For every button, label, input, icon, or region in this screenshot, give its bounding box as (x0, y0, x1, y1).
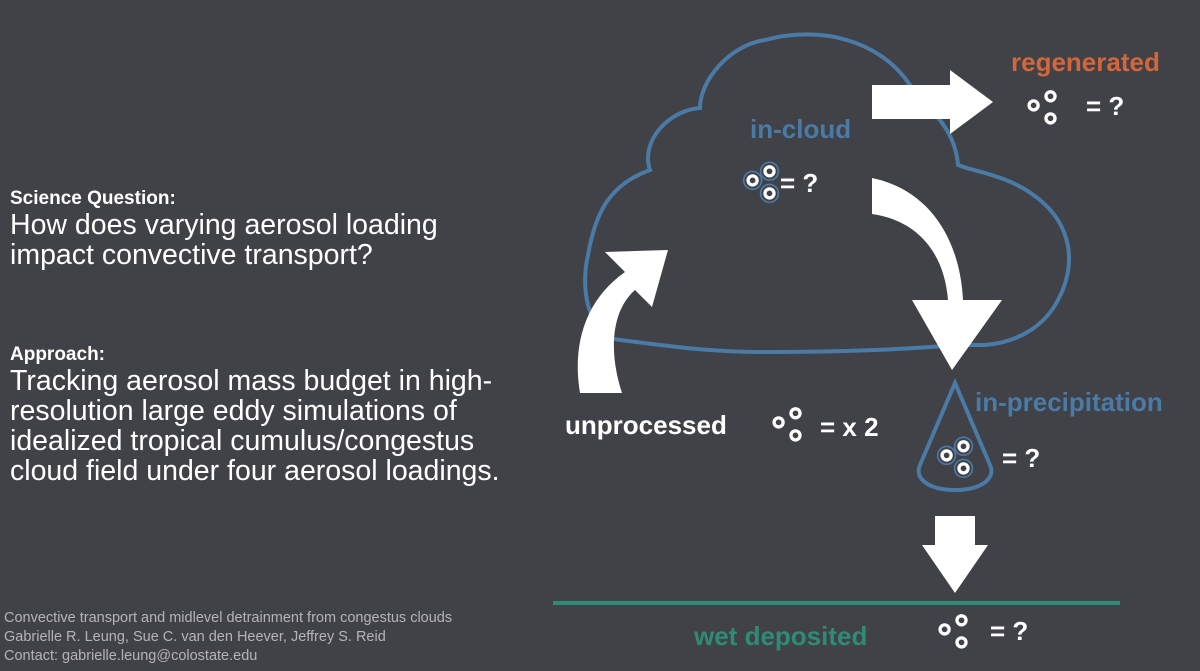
science-question-line-2: impact convective transport? (10, 239, 373, 271)
footer-authors: Gabrielle R. Leung, Sue C. van den Heeve… (4, 629, 386, 645)
deposition-arrow-icon (922, 516, 988, 593)
regenerated-value: = ? (1086, 91, 1124, 121)
aerosol-particles-icon-in-precipitation (937, 437, 973, 479)
aerosol-particles-icon-regenerated (1025, 88, 1059, 127)
raindrop-icon (916, 377, 994, 493)
approach-line-3: idealized tropical cumulus/congestus (10, 425, 475, 457)
footer-citation: Convective transport and midlevel detrai… (4, 609, 452, 666)
regenerated-arrow-icon (872, 70, 993, 134)
in-precipitation-value: = ? (1002, 443, 1040, 473)
unprocessed-label: unprocessed (565, 410, 727, 440)
in-cloud-label: in-cloud (750, 114, 851, 144)
science-question-heading: Science Question: (10, 188, 176, 209)
science-question-block: Science Question: How does varying aeros… (10, 188, 530, 270)
footer-contact: Contact: gabrielle.leung@colostate.edu (4, 648, 258, 664)
cloud-outline (583, 32, 1071, 355)
science-question-line-1: How does varying aerosol loading (10, 209, 438, 241)
regenerated-label: regenerated (1011, 47, 1160, 77)
in-precipitation-label: in-precipitation (975, 387, 1163, 417)
aerosol-particles-icon-unprocessed (770, 405, 804, 444)
approach-line-1: Tracking aerosol mass budget in high- (10, 365, 493, 397)
aerosol-particles-icon-in-cloud (743, 162, 779, 204)
footer-title: Convective transport and midlevel detrai… (4, 610, 453, 626)
approach-line-2: resolution large eddy simulations of (10, 395, 457, 427)
approach-line-4: cloud field under four aerosol loadings. (10, 455, 500, 487)
aerosol-particles-icon-wet-deposited (936, 612, 970, 651)
in-cloud-value: = ? (780, 168, 818, 198)
precipitation-arrow-icon (872, 178, 1002, 370)
unprocessed-value: = x 2 (820, 412, 879, 442)
updraft-arrow-icon (577, 250, 668, 393)
approach-block: Approach: Tracking aerosol mass budget i… (10, 344, 550, 486)
approach-heading: Approach: (10, 344, 105, 365)
wet-deposited-value: = ? (990, 616, 1028, 646)
wet-deposited-label: wet deposited (693, 621, 867, 651)
